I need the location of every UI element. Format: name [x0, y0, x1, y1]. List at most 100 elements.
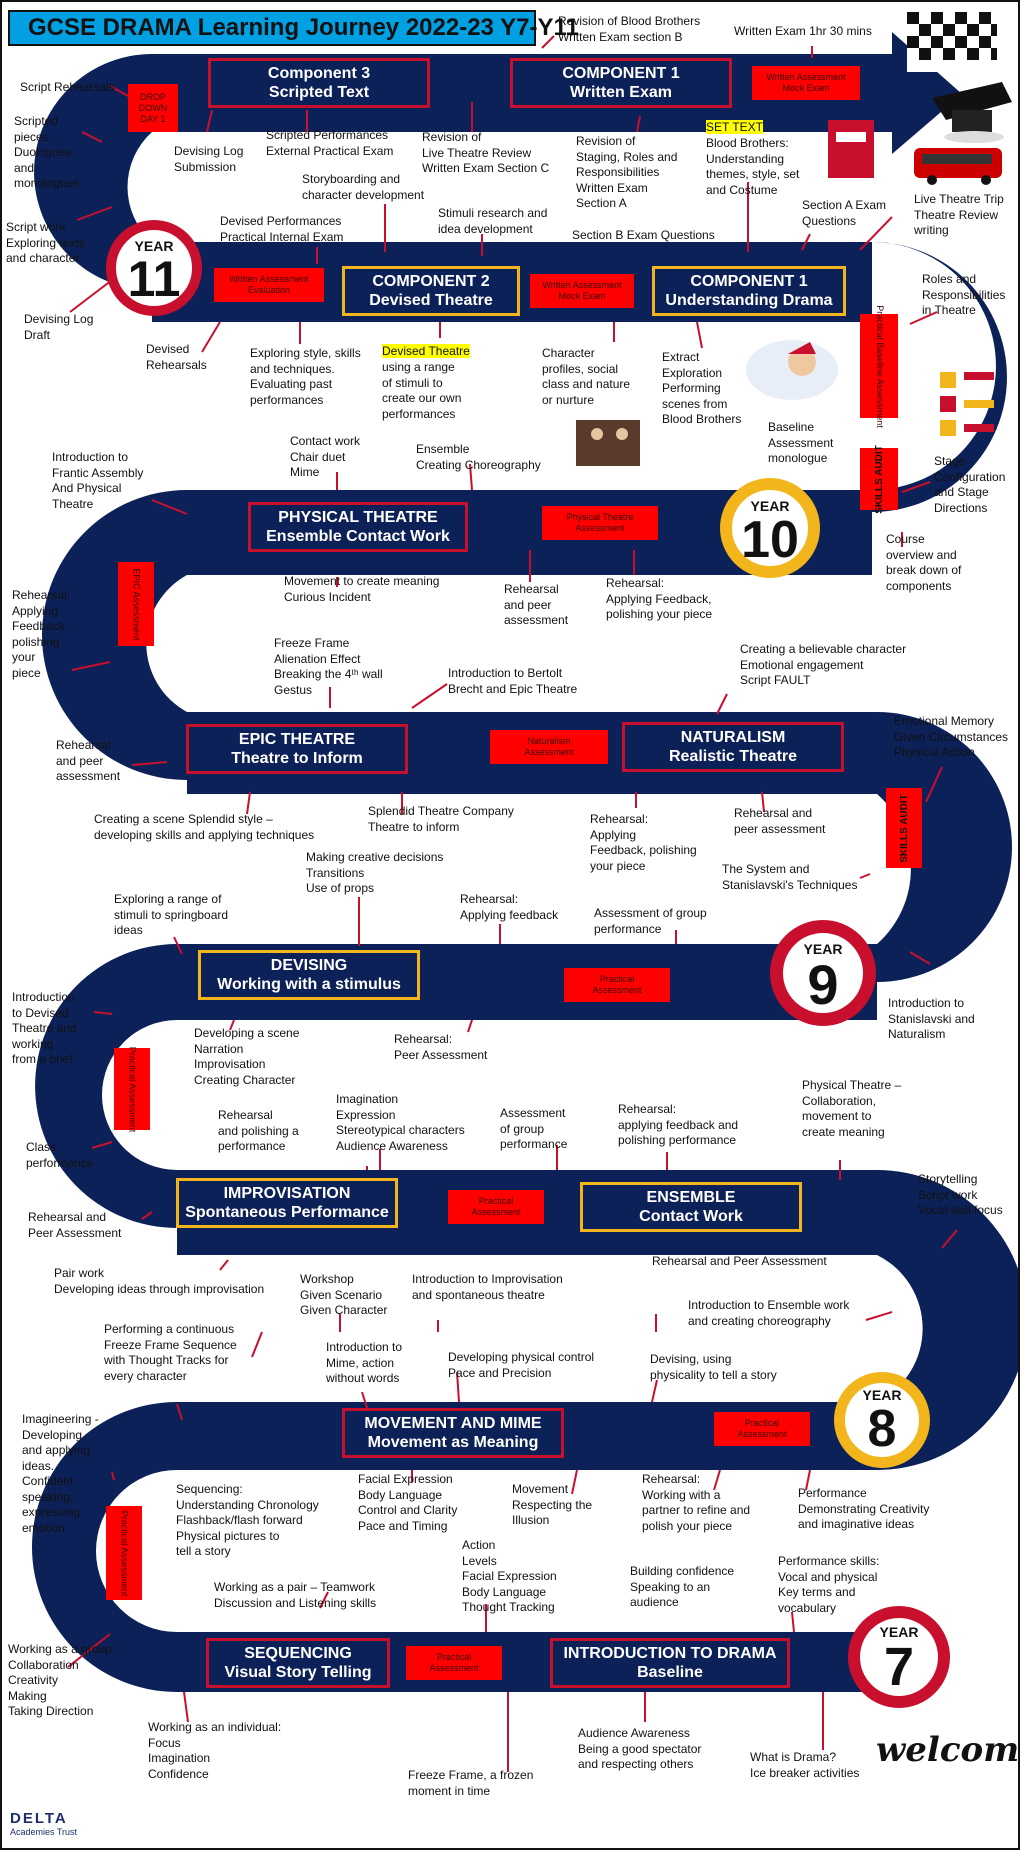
note-rehearsal-feedback-left: Rehearsal: Applying Feedback, polishing … — [12, 588, 71, 680]
note-rehearsal-applying-polishing: Rehearsal: applying feedback and polishi… — [618, 1102, 739, 1147]
assessment-practical-9-side: Practical Assessment — [114, 1046, 150, 1132]
year-7-number: 7 — [883, 1637, 915, 1697]
note-revision-live-theatre: Revision of Live Theatre Review Written … — [422, 130, 550, 175]
road-turn-y9-8 — [35, 944, 178, 1228]
road-seg-y9-lower — [177, 944, 877, 1020]
performers-photo-icon — [576, 420, 640, 466]
note-facial-expression-8: Facial Expression Body Language Control … — [358, 1472, 458, 1533]
assessment-practical-baseline: Practical Baseline Assessment — [860, 305, 898, 427]
note-set-text: SET TEXT — [706, 120, 763, 136]
note-revision-staging: Revision of Staging, Roles and Responsib… — [576, 134, 678, 210]
unit-improvisation: IMPROVISATION Spontaneous Performance — [176, 1178, 398, 1228]
note-rehearsal-peer-ensemble: Rehearsal and Peer Assessment — [652, 1254, 827, 1268]
connector-lines — [67, 35, 958, 1772]
note-sequencing-chronology: Sequencing: Understanding Chronology Fla… — [176, 1482, 319, 1558]
note-live-theatre-trip: Live Theatre Trip Theatre Review writing — [914, 192, 1004, 237]
assessment-written-evaluation: Written Assessment Evaluation — [214, 268, 324, 302]
unit-epic-theatre: EPIC THEATRE Theatre to Inform — [186, 724, 408, 774]
thinking-character-icon — [746, 340, 838, 400]
note-intro-ensemble: Introduction to Ensemble work and creati… — [688, 1298, 850, 1328]
page-title: GCSE DRAMA Learning Journey 2022-23 Y7-Y… — [8, 10, 579, 46]
unit-ensemble-label: ENSEMBLE Contact Work — [639, 1189, 743, 1225]
note-movement-meaning: Movement to create meaning Curious Incid… — [284, 574, 440, 604]
note-building-confidence: Building confidence Speaking to an audie… — [630, 1564, 735, 1609]
note-pair-work: Pair work Developing ideas through impro… — [54, 1266, 265, 1296]
unit-component2: COMPONENT 2 Devised Theatre — [342, 266, 520, 316]
assessment-skills-audit-10-label: SKILLS AUDIT — [873, 444, 885, 514]
note-rehearsal-peer-naturalism: Rehearsal and peer assessment — [734, 806, 826, 836]
year-9-badge: YEAR 9 — [770, 920, 876, 1026]
bus-icon — [914, 148, 1002, 185]
note-intro-devised: Introduction to Devised Theatre and work… — [12, 990, 77, 1066]
note-devising-log-submission: Devising Log Submission — [174, 144, 244, 174]
year-8-number: 8 — [867, 1400, 897, 1458]
note-rehearsal-peer-improv: Rehearsal and Peer Assessment — [28, 1210, 122, 1240]
assessment-written-mock-mid: Written Assessment Mock Exam — [530, 274, 634, 308]
unit-naturalism-label: NATURALISM Realistic Theatre — [668, 729, 798, 765]
assessment-naturalism: Naturalism Assessment — [490, 730, 608, 764]
note-rehearsal-peer-devising: Rehearsal: Peer Assessment — [394, 1032, 488, 1062]
chequered-flags-icon — [907, 12, 997, 72]
year-8-label: YEAR — [862, 1387, 902, 1403]
note-creative-decisions: Making creative decisions Transitions Us… — [306, 850, 444, 895]
note-devised-theatre-label: Devised Theatre — [382, 344, 470, 358]
unit-improvisation-label: IMPROVISATION Spontaneous Performance — [185, 1185, 389, 1221]
note-devised-performances: Devised Performances Practical Internal … — [220, 214, 344, 244]
year-10-badge: YEAR 10 — [720, 478, 820, 578]
note-section-a-questions: Section A Exam Questions — [802, 198, 887, 228]
note-physical-theatre-collab: Physical Theatre – Collaboration, moveme… — [802, 1078, 902, 1139]
unit-component1-understanding: COMPONENT 1 Understanding Drama — [652, 266, 846, 316]
note-script-work: Script work Exploring texts and characte… — [6, 220, 85, 265]
assessment-skills-audit-10: SKILLS AUDIT — [860, 445, 898, 513]
note-class-performance: Class performance — [26, 1140, 94, 1170]
year-11-badge: YEAR 11 — [106, 220, 202, 316]
assessment-practical-9: Practical Assessment — [564, 968, 670, 1002]
assessment-practical-8-side: Practical Assessment — [106, 1506, 142, 1600]
assessment-epic-label: EPIC Assessment — [131, 567, 142, 641]
unit-component1-written-label: COMPONENT 1 Written Exam — [562, 65, 680, 101]
note-imagineering: Imagineering - Developing and applying i… — [22, 1412, 99, 1535]
note-devising-log-draft: Devising Log Draft — [24, 312, 94, 342]
note-believable-character: Creating a believable character Emotiona… — [740, 642, 907, 687]
note-emotional-memory: Emotional Memory Given Circumstances Phy… — [894, 714, 1009, 759]
note-rehearsal-peer-10: Rehearsal and peer assessment — [504, 582, 569, 627]
year-10-label: YEAR — [750, 498, 790, 514]
note-imagination-expression: Imagination Expression Stereotypical cha… — [336, 1092, 465, 1153]
note-action-levels: Action Levels Facial Expression Body Lan… — [462, 1538, 557, 1614]
note-set-text-highlight: SET TEXT — [706, 120, 763, 134]
note-devised-rehearsals: Devised Rehearsals — [146, 342, 207, 372]
note-workshop: Workshop Given Scenario Given Character — [300, 1272, 388, 1317]
unit-movement-mime-label: MOVEMENT AND MIME Movement as Meaning — [364, 1415, 542, 1451]
note-working-group: Working as a group: Collaboration Creati… — [8, 1642, 116, 1718]
note-stanislavski-system: The System and Stanislavski's Techniques — [722, 862, 858, 892]
note-baseline-monologue: Baseline Assessment monologue — [768, 420, 834, 465]
note-performance-skills: Performance skills: Vocal and physical K… — [778, 1554, 880, 1615]
unit-devising-label: DEVISING Working with a stimulus — [217, 957, 401, 993]
delta-logo-name: DELTA — [10, 1810, 68, 1827]
note-devising-physicality: Devising, using physicality to tell a st… — [650, 1352, 777, 1382]
note-intro-mime: Introduction to Mime, action without wor… — [326, 1340, 403, 1385]
note-range-of-stimuli: Exploring a range of stimuli to springbo… — [114, 892, 229, 937]
note-character-profiles: Character profiles, social class and nat… — [542, 346, 631, 407]
assessment-physical-theatre: Physical Theatre Assessment — [542, 506, 658, 540]
note-frantic-assembly: Introduction to Frantic Assembly And Phy… — [52, 450, 144, 511]
note-roles-responsibilities: Roles and Responsibilities in Theatre — [922, 272, 1006, 317]
welcome-script: welcome — [876, 1730, 1020, 1770]
assessment-practical-8: Practical Assessment — [714, 1412, 810, 1446]
unit-movement-mime: MOVEMENT AND MIME Movement as Meaning — [342, 1408, 564, 1458]
year-11-number: 11 — [127, 251, 181, 307]
assessment-practical-8-side-label: Practical Assessment — [119, 1510, 130, 1596]
note-intro-stanislavski: Introduction to Stanislavski and Natural… — [888, 996, 975, 1041]
note-blood-brothers-understanding: Blood Brothers: Understanding themes, st… — [706, 136, 800, 197]
assessment-practical-9-side-label: Practical Assessment — [127, 1046, 138, 1132]
unit-sequencing: SEQUENCING Visual Story Telling — [206, 1638, 390, 1688]
year-9-number: 9 — [807, 953, 839, 1016]
unit-component3-label: Component 3 Scripted Text — [267, 65, 371, 101]
assessment-skills-audit-9: SKILLS AUDIT — [886, 788, 922, 868]
unit-epic-theatre-label: EPIC THEATRE Theatre to Inform — [231, 731, 363, 767]
note-scripted-pieces: Scripted pieces Duologues and monologues — [14, 114, 80, 190]
note-storyboarding: Storyboarding and character development — [302, 172, 425, 202]
delta-logo-sub: Academies Trust — [10, 1827, 78, 1837]
note-revision-blood-brothers: Revision of Blood Brothers Written Exam … — [558, 14, 701, 44]
note-stimuli-research: Stimuli research and idea development — [438, 206, 548, 236]
